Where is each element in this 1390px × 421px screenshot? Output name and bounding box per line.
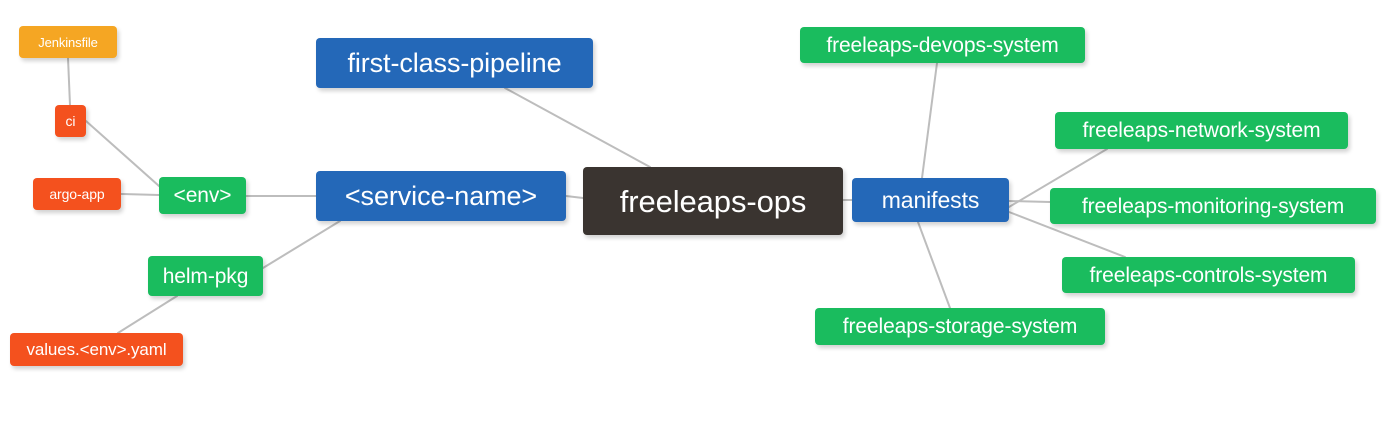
mindmap-node-freeleaps-devops-system[interactable]: freeleaps-devops-system bbox=[800, 27, 1085, 63]
mindmap-node-env[interactable]: <env> bbox=[159, 177, 246, 214]
node-label-values-env-yaml: values.<env>.yaml bbox=[26, 340, 167, 359]
node-label-freeleaps-controls-system: freeleaps-controls-system bbox=[1089, 263, 1328, 287]
edge-jenkinsfile-to-ci bbox=[67, 57, 71, 106]
node-label-ci: ci bbox=[65, 113, 76, 129]
node-label-freeleaps-devops-system: freeleaps-devops-system bbox=[826, 33, 1059, 57]
node-label-freeleaps-network-system: freeleaps-network-system bbox=[1082, 119, 1321, 142]
edge-manifests-to-freeleaps-monitoring-system bbox=[1008, 200, 1051, 203]
mindmap-node-first-class-pipeline[interactable]: first-class-pipeline bbox=[316, 38, 593, 88]
node-label-freeleaps-storage-system: freeleaps-storage-system bbox=[842, 315, 1078, 338]
edge-helm-pkg-to-values-env-yaml bbox=[117, 295, 178, 334]
edge-first-class-pipeline-to-freeleaps-ops bbox=[504, 87, 651, 168]
node-label-argo-app: argo-app bbox=[49, 186, 105, 202]
node-label-service-name: <service-name> bbox=[344, 180, 538, 211]
mindmap-node-ci[interactable]: ci bbox=[55, 105, 86, 137]
edge-service-name-to-helm-pkg bbox=[262, 220, 341, 269]
node-label-helm-pkg: helm-pkg bbox=[162, 264, 249, 288]
mindmap-node-freeleaps-network-system[interactable]: freeleaps-network-system bbox=[1055, 112, 1348, 149]
edge-ci-to-env bbox=[85, 120, 160, 187]
mindmap-node-manifests[interactable]: manifests bbox=[852, 178, 1009, 222]
mindmap-node-freeleaps-monitoring-system[interactable]: freeleaps-monitoring-system bbox=[1050, 188, 1376, 224]
node-label-manifests: manifests bbox=[881, 186, 980, 213]
edge-manifests-to-freeleaps-storage-system bbox=[917, 221, 951, 309]
mindmap-node-helm-pkg[interactable]: helm-pkg bbox=[148, 256, 263, 296]
node-label-first-class-pipeline: first-class-pipeline bbox=[347, 47, 562, 78]
mindmap-node-values-env-yaml[interactable]: values.<env>.yaml bbox=[10, 333, 183, 366]
mindmap-node-service-name[interactable]: <service-name> bbox=[316, 171, 566, 221]
edge-service-name-to-freeleaps-ops bbox=[565, 195, 584, 199]
mindmap-node-freeleaps-ops[interactable]: freeleaps-ops bbox=[583, 167, 843, 235]
node-label-jenkinsfile: Jenkinsfile bbox=[38, 34, 98, 50]
node-label-env: <env> bbox=[173, 184, 232, 207]
node-label-freeleaps-monitoring-system: freeleaps-monitoring-system bbox=[1081, 194, 1345, 218]
mindmap-node-freeleaps-controls-system[interactable]: freeleaps-controls-system bbox=[1062, 257, 1355, 293]
mindmap-node-freeleaps-storage-system[interactable]: freeleaps-storage-system bbox=[815, 308, 1105, 345]
mindmap-node-jenkinsfile[interactable]: Jenkinsfile bbox=[19, 26, 117, 58]
node-label-freeleaps-ops: freeleaps-ops bbox=[619, 183, 807, 219]
edge-argo-app-to-env bbox=[120, 193, 160, 196]
mindmap-node-argo-app[interactable]: argo-app bbox=[33, 178, 121, 210]
edge-manifests-to-freeleaps-devops-system bbox=[921, 62, 938, 179]
